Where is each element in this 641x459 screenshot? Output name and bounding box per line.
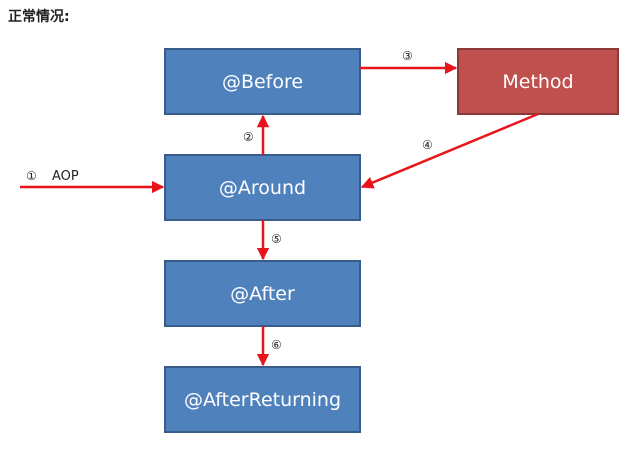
step-5-label: ⑤ xyxy=(271,232,282,246)
step-2-label: ② xyxy=(243,130,254,144)
step-3-label: ③ xyxy=(402,49,413,63)
around-node: @Around xyxy=(164,154,361,221)
step-6-label: ⑥ xyxy=(271,338,282,352)
after-node-label: @After xyxy=(230,283,295,305)
method-node-label: Method xyxy=(502,71,573,93)
around-node-label: @Around xyxy=(219,177,306,199)
before-node: @Before xyxy=(164,48,361,115)
after-node: @After xyxy=(164,260,361,327)
step-4-label: ④ xyxy=(422,138,433,152)
arrow-method-to-around xyxy=(360,112,539,189)
method-node: Method xyxy=(457,48,619,115)
after-returning-node: @AfterReturning xyxy=(164,366,361,433)
page-title: 正常情况: xyxy=(8,9,70,25)
before-node-label: @Before xyxy=(222,71,303,93)
step-1-label: ① xyxy=(26,169,37,183)
entry-label: AOP xyxy=(52,169,79,184)
after-returning-node-label: @AfterReturning xyxy=(184,389,341,411)
